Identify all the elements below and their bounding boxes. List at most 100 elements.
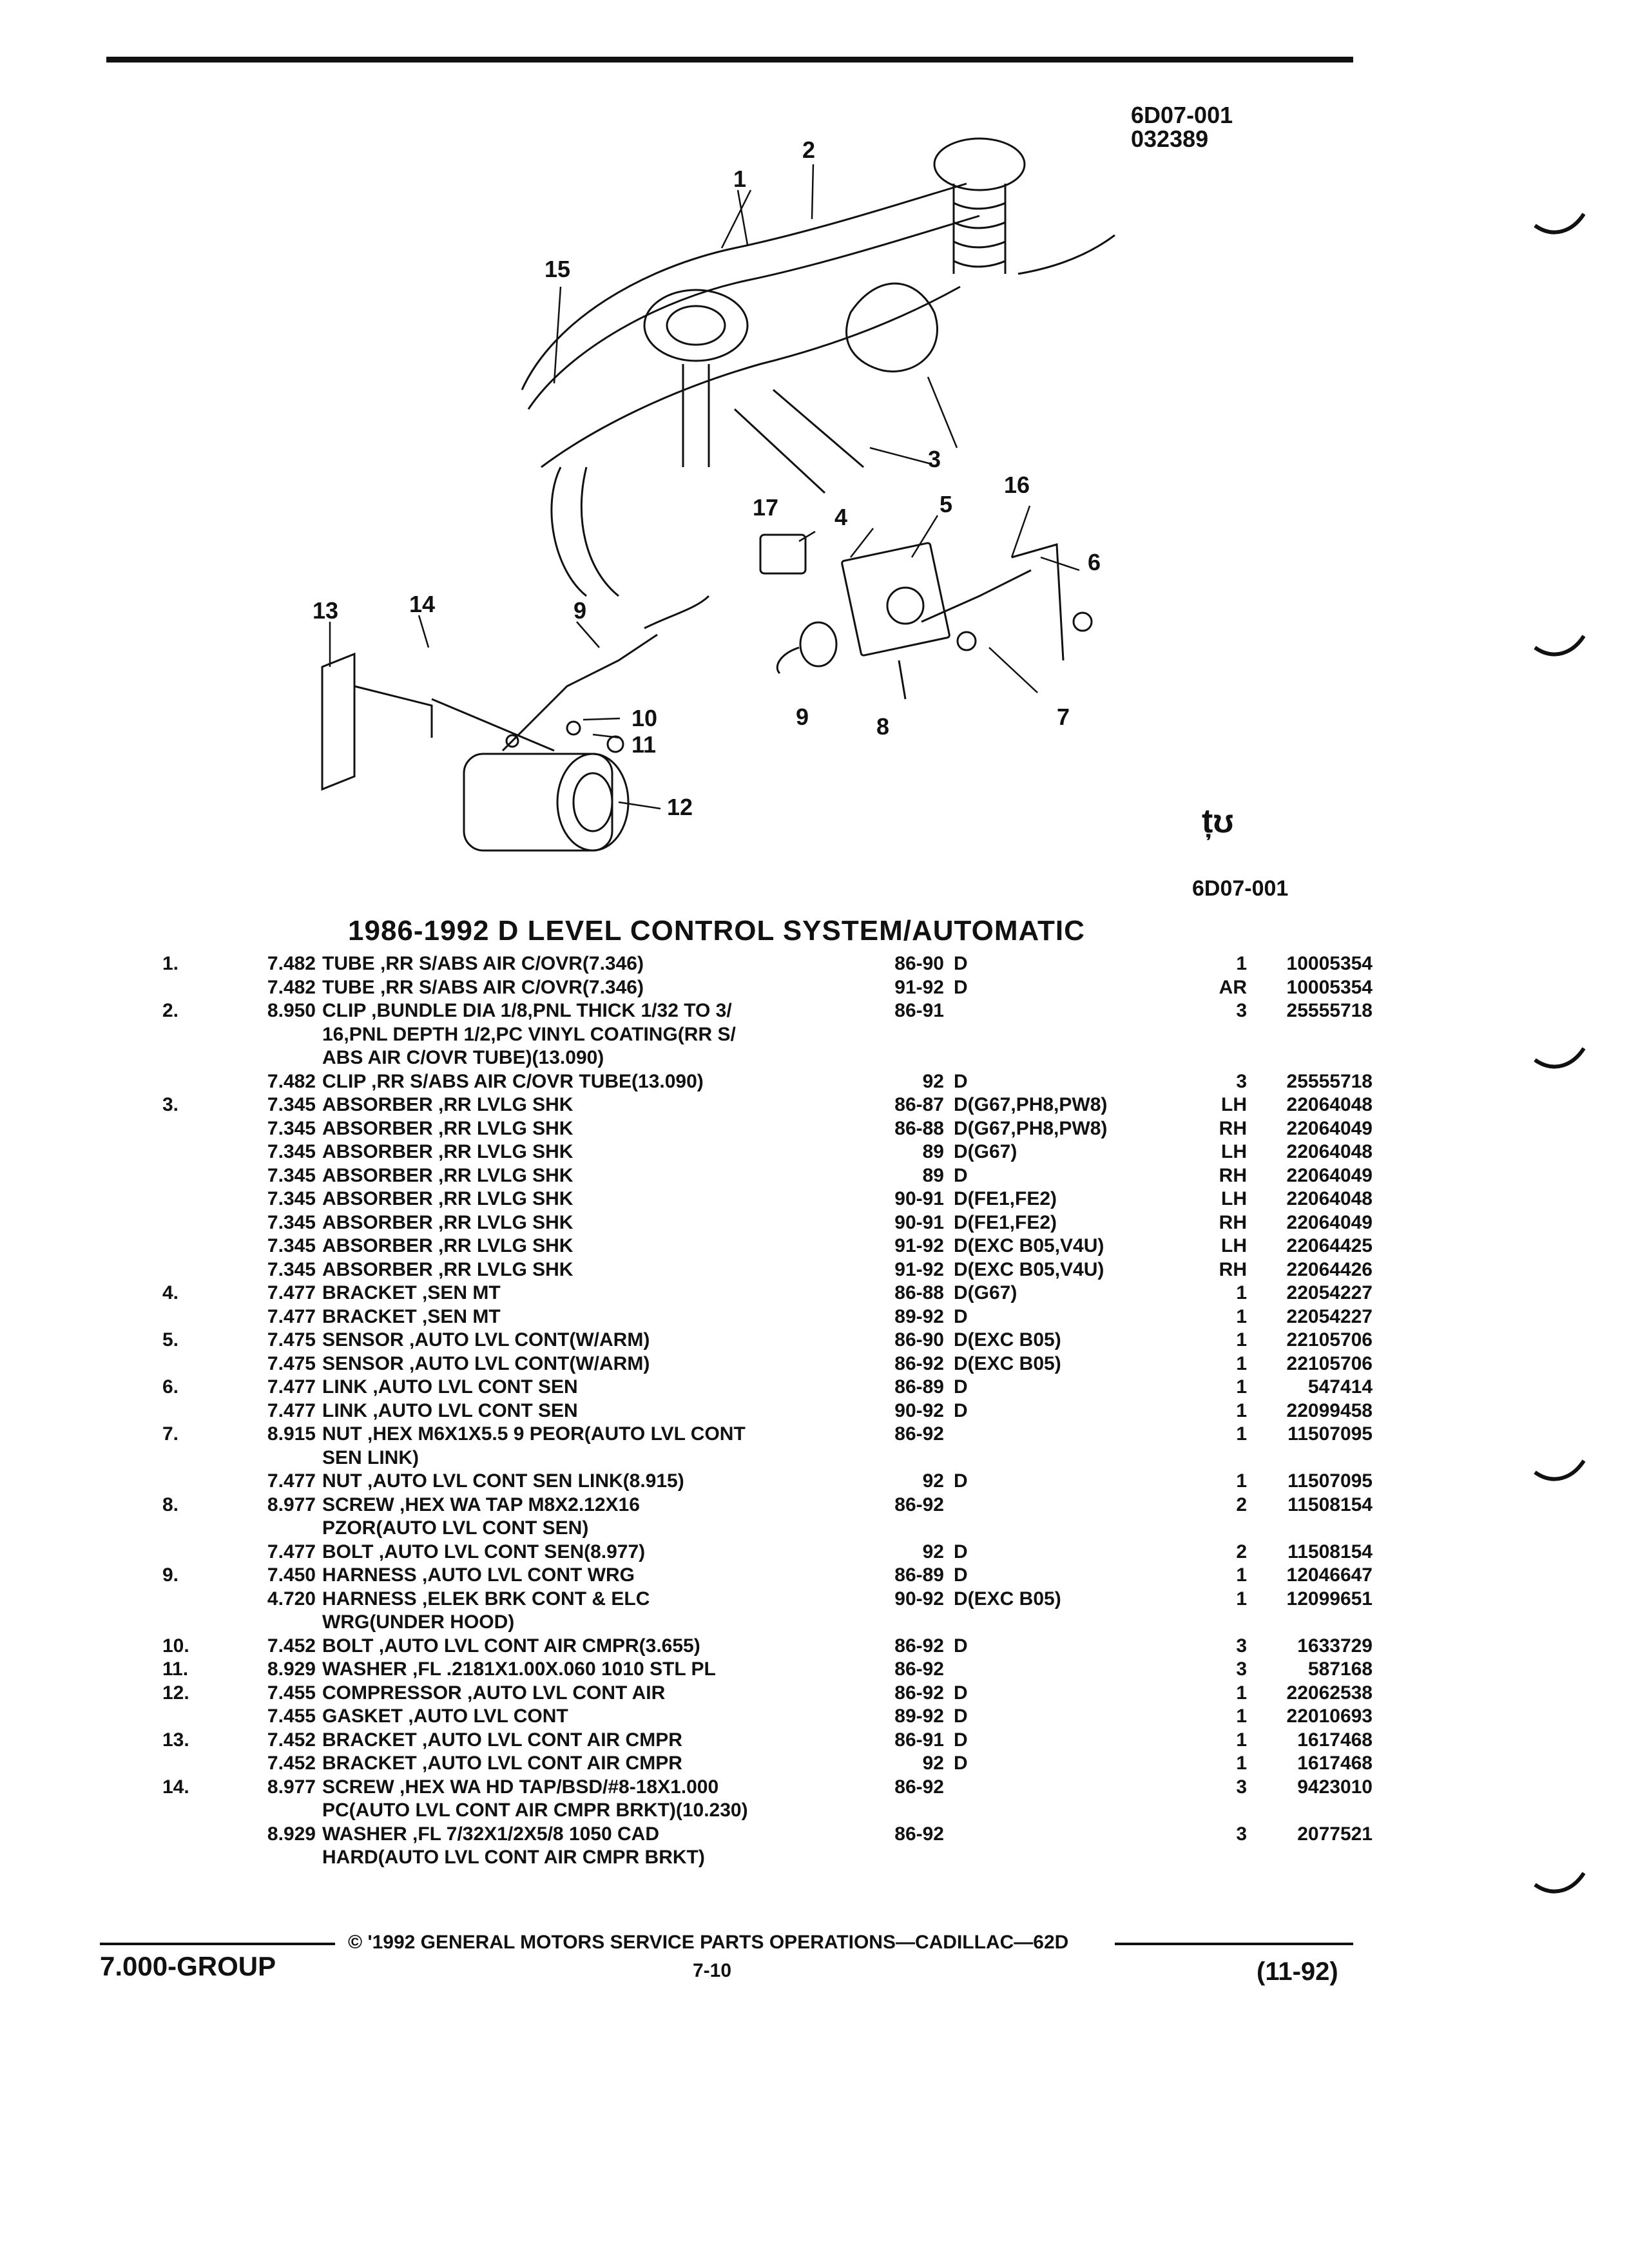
cell-description: ABSORBER ,RR LVLG SHK — [322, 1164, 574, 1186]
cell-model-years: 89-92 — [894, 1706, 944, 1727]
cell-quantity: 1 — [1236, 1423, 1247, 1445]
cell-model-years: 86-92 — [894, 1823, 944, 1845]
section-title: 1986-1992 D LEVEL CONTROL SYSTEM/AUTOMAT… — [348, 915, 1085, 947]
cell-group-number: 7.345 — [267, 1211, 316, 1233]
cell-group-number: 4.720 — [267, 1588, 316, 1610]
cell-part-number: 587168 — [1307, 1658, 1373, 1680]
cell-quantity: 3 — [1236, 1635, 1247, 1657]
cell-group-number: 8.950 — [267, 1000, 316, 1021]
cell-group-number: 7.455 — [267, 1682, 316, 1704]
cell-quantity: 1 — [1236, 1282, 1247, 1303]
cell-model-years: 86-87 — [894, 1094, 944, 1115]
cell-description: BRACKET ,SEN MT — [322, 1305, 501, 1327]
cell-group-number: 8.929 — [267, 1658, 316, 1680]
binder-mark — [1534, 635, 1585, 657]
cell-ref-number: 8. — [162, 1494, 179, 1515]
cell-description: HARD(AUTO LVL CONT AIR CMPR BRKT) — [322, 1847, 705, 1868]
cell-model-years: 86-88 — [894, 1282, 944, 1303]
cell-description: TUBE ,RR S/ABS AIR C/OVR(7.346) — [322, 976, 644, 998]
cell-description: ABSORBER ,RR LVLG SHK — [322, 1211, 574, 1233]
cell-group-number: 7.477 — [267, 1541, 316, 1562]
callout-5: 5 — [940, 491, 952, 517]
cell-ref-number: 3. — [162, 1094, 179, 1115]
cell-description: ABS AIR C/OVR TUBE)(13.090) — [322, 1047, 604, 1068]
callout-6: 6 — [1088, 549, 1101, 575]
cell-usage-code: D(FE1,FE2) — [954, 1211, 1057, 1233]
cell-group-number: 8.977 — [267, 1494, 316, 1515]
cell-quantity: LH — [1221, 1188, 1247, 1209]
cell-part-number: 22064049 — [1286, 1164, 1373, 1186]
cell-description: CLIP ,RR S/ABS AIR C/OVR TUBE(13.090) — [322, 1070, 704, 1092]
cell-quantity: 1 — [1236, 1376, 1247, 1398]
cell-usage-code: D(G67,PH8,PW8) — [954, 1117, 1108, 1139]
cell-model-years: 92 — [922, 1541, 944, 1562]
cell-quantity: 1 — [1236, 1682, 1247, 1704]
cell-part-number: 25555718 — [1286, 1000, 1373, 1021]
binder-mark — [1534, 1459, 1585, 1481]
callout-10: 10 — [631, 705, 657, 731]
cell-description: ABSORBER ,RR LVLG SHK — [322, 1258, 574, 1280]
cell-quantity: 3 — [1236, 1658, 1247, 1680]
footer-date: (11-92) — [1257, 1957, 1338, 1986]
cell-model-years: 91-92 — [894, 1235, 944, 1256]
cell-quantity: LH — [1221, 1235, 1247, 1256]
footer-copyright: © '1992 GENERAL MOTORS SERVICE PARTS OPE… — [348, 1932, 1069, 1953]
cell-quantity: 3 — [1236, 1070, 1247, 1092]
cell-model-years: 86-92 — [894, 1494, 944, 1515]
cell-model-years: 86-88 — [894, 1117, 944, 1139]
cell-description: ABSORBER ,RR LVLG SHK — [322, 1094, 574, 1115]
cell-description: COMPRESSOR ,AUTO LVL CONT AIR — [322, 1682, 666, 1704]
figure-id-top: 6D07-001 032389 — [1131, 103, 1233, 151]
cell-description: HARNESS ,ELEK BRK CONT & ELC — [322, 1588, 650, 1610]
callout-16: 16 — [1004, 472, 1030, 498]
cell-model-years: 90-92 — [894, 1399, 944, 1421]
cell-part-number: 22064426 — [1286, 1258, 1373, 1280]
cell-usage-code: D — [954, 1706, 968, 1727]
callout-17: 17 — [753, 494, 778, 521]
cell-description: NUT ,AUTO LVL CONT SEN LINK(8.915) — [322, 1470, 684, 1492]
cell-description: WASHER ,FL .2181X1.00X.060 1010 STL PL — [322, 1658, 716, 1680]
cell-model-years: 91-92 — [894, 1258, 944, 1280]
cell-model-years: 86-92 — [894, 1423, 944, 1445]
cell-quantity: 1 — [1236, 1329, 1247, 1350]
cell-quantity: 1 — [1236, 1470, 1247, 1492]
cell-model-years: 86-92 — [894, 1635, 944, 1657]
cell-quantity: 1 — [1236, 1753, 1247, 1774]
callout-1: 1 — [733, 166, 746, 192]
cell-group-number: 7.482 — [267, 1070, 316, 1092]
cell-usage-code: D — [954, 1541, 968, 1562]
table-row: 7.482 CLIP ,RR S/ABS AIR C/OVR TUBE(13.09… — [116, 1070, 1373, 1094]
cell-description: ABSORBER ,RR LVLG SHK — [322, 1188, 574, 1209]
cell-usage-code: D — [954, 1635, 968, 1657]
callout-leaders — [329, 164, 1080, 810]
cell-group-number: 8.977 — [267, 1776, 316, 1798]
cell-ref-number: 2. — [162, 1000, 179, 1021]
cell-description: SENSOR ,AUTO LVL CONT(W/ARM) — [322, 1329, 650, 1350]
cell-quantity: AR — [1219, 976, 1247, 998]
cell-group-number: 7.450 — [267, 1564, 316, 1586]
cell-group-number: 7.455 — [267, 1706, 316, 1727]
cell-quantity: RH — [1219, 1211, 1247, 1233]
footer-page-number: 7-10 — [693, 1960, 732, 1981]
cell-part-number: 12099651 — [1286, 1588, 1373, 1610]
cell-quantity: 1 — [1236, 1352, 1247, 1374]
cell-part-number: 22105706 — [1286, 1329, 1373, 1350]
cell-quantity: 2 — [1236, 1541, 1247, 1562]
cell-description: BOLT ,AUTO LVL CONT SEN(8.977) — [322, 1541, 646, 1562]
callout-7: 7 — [1057, 704, 1070, 730]
cell-ref-number: 7. — [162, 1423, 179, 1445]
cell-quantity: RH — [1219, 1164, 1247, 1186]
cell-ref-number: 12. — [162, 1682, 189, 1704]
